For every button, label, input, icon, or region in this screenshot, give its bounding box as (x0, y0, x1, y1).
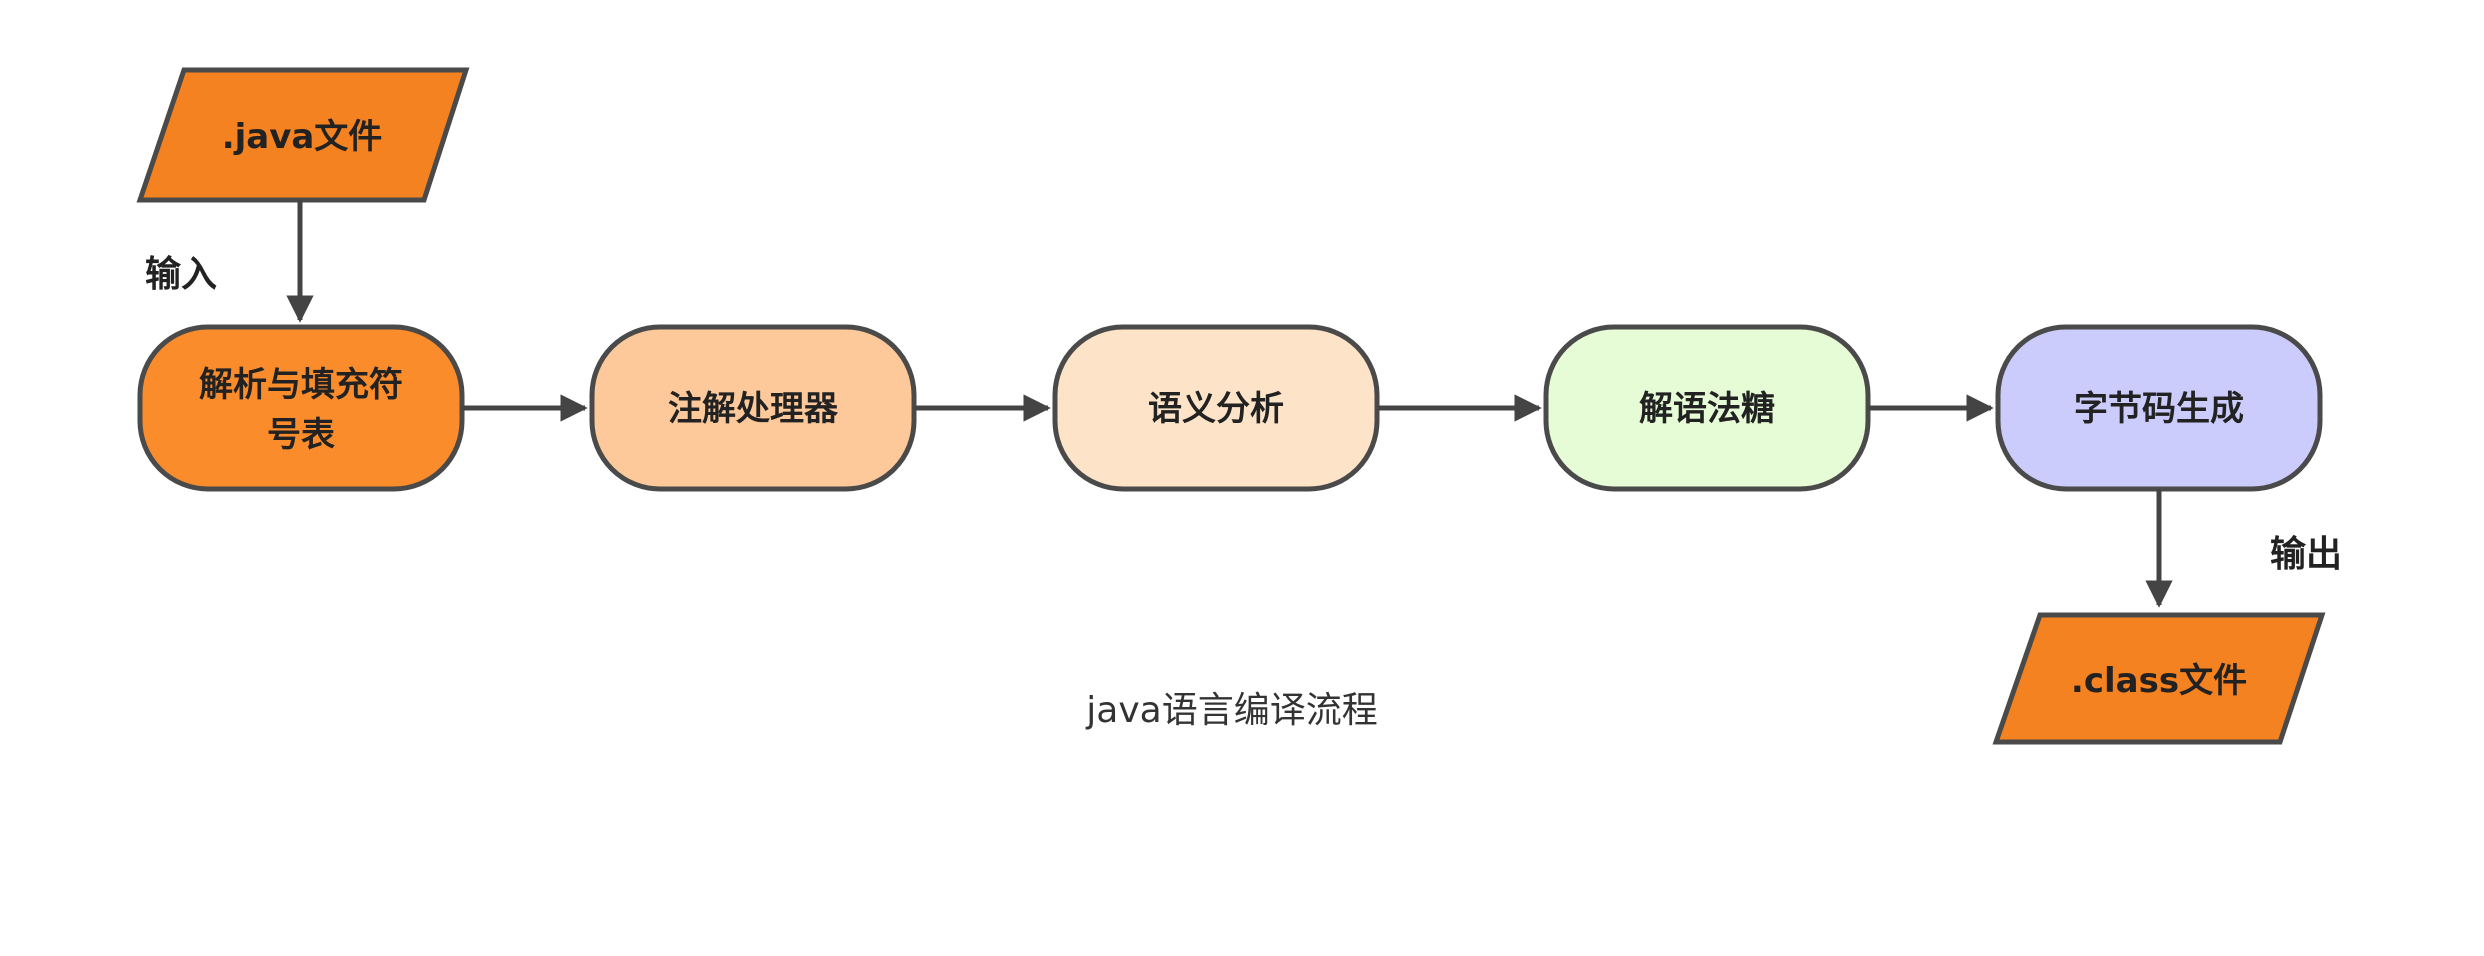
class-file-label: .class文件 (2071, 661, 2247, 701)
input-label: 输入 (145, 254, 217, 295)
java-file-node: .java文件 (136, 67, 470, 203)
bytecode-node: 字节码生成 (1995, 324, 2323, 492)
diagram-caption: java语言编译流程 (1085, 690, 1377, 731)
annotation-label: 注解处理器 (668, 389, 839, 429)
java-file-shape (136, 67, 470, 203)
parse-node: 解析与填充符 号表 (137, 324, 465, 492)
class-file-node: .class文件 (1992, 612, 2326, 745)
bytecode-label: 字节码生成 (2074, 389, 2244, 429)
semantic-label: 语义分析 (1148, 389, 1284, 429)
parse-label-line2: 号表 (267, 415, 335, 455)
parse-shape (137, 324, 465, 492)
annotation-node: 注解处理器 (589, 324, 917, 492)
java-file-label: .java文件 (222, 117, 383, 157)
semantic-node: 语义分析 (1052, 324, 1380, 492)
parse-label-line1: 解析与填充符 (199, 365, 403, 405)
desugar-label: 解语法糖 (1639, 389, 1775, 429)
desugar-node: 解语法糖 (1543, 324, 1871, 492)
class-file-shape (1992, 612, 2326, 745)
output-label: 输出 (2270, 534, 2342, 575)
